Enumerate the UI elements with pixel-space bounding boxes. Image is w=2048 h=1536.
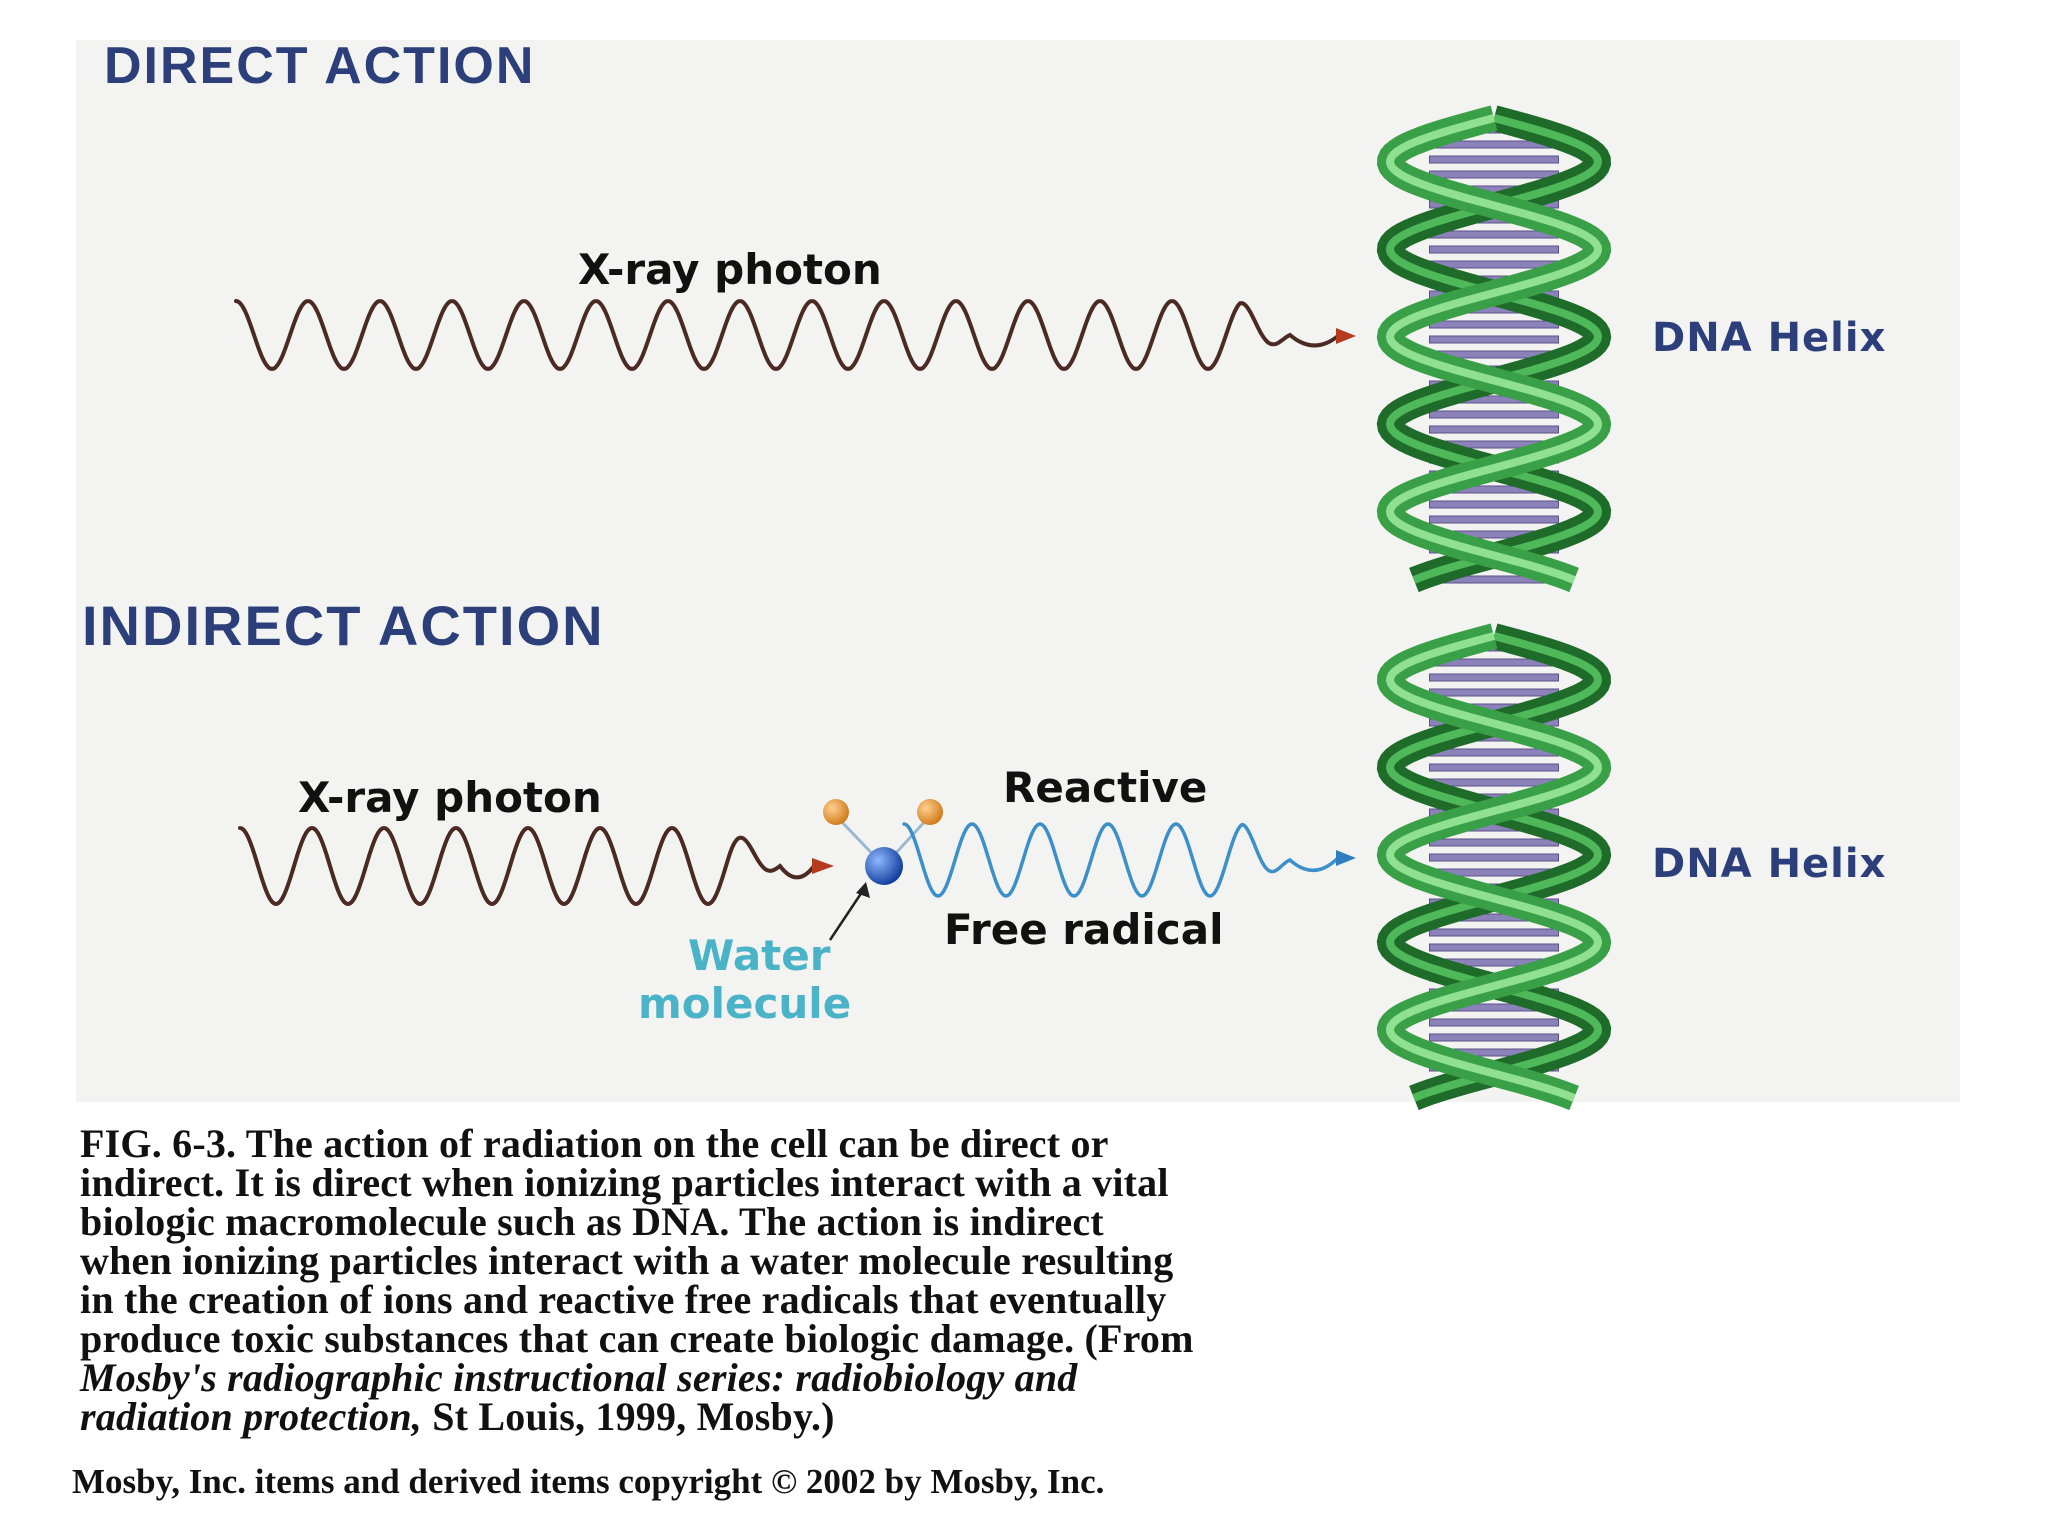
water-molecule — [823, 799, 943, 885]
base-pair-rung — [1429, 928, 1559, 937]
direct-photon-label: X-ray photon — [578, 245, 882, 294]
direct-photon-wave — [234, 298, 1340, 372]
caption-line-7: Mosby's radiographic instructional serie… — [80, 1355, 1078, 1400]
water-pointer-arrowhead — [856, 882, 870, 898]
base-pair-rung — [1429, 1018, 1559, 1027]
backbone-highlight — [1385, 114, 1603, 584]
caption-line-2: indirect. It is direct when ionizing par… — [80, 1160, 1169, 1205]
hydrogen-atom-left — [823, 799, 849, 825]
direct-dna-helix — [1376, 105, 1612, 593]
base-pair-rung — [1429, 245, 1559, 254]
free-radical-label: Free radical — [944, 905, 1223, 954]
direct-photon-arrowhead — [1336, 328, 1356, 344]
base-pair-rung — [1429, 943, 1559, 952]
base-pair-rung — [1429, 335, 1559, 344]
caption-line-6: produce toxic substances that can create… — [80, 1316, 1194, 1361]
caption-line-8-italic: radiation protection, — [80, 1394, 423, 1439]
base-pair-rung — [1429, 763, 1559, 772]
indirect-photon-wave — [238, 825, 816, 907]
base-pair-rung — [1429, 155, 1559, 164]
backbone-highlight — [1385, 632, 1603, 1102]
reactive-label: Reactive — [1003, 763, 1207, 812]
base-pair-rung — [1429, 515, 1559, 524]
water-pointer-line — [828, 891, 864, 941]
base-pair-rung — [1429, 673, 1559, 682]
base-pair-rung — [1429, 853, 1559, 862]
base-pair-rung — [1429, 500, 1559, 509]
oxygen-atom — [865, 847, 903, 885]
indirect-photon-label: X-ray photon — [298, 773, 602, 822]
free-radical-wave — [902, 822, 1340, 898]
free-radical-arrowhead — [1336, 850, 1356, 866]
figure-panel — [76, 40, 1960, 1102]
backbone-highlight — [1385, 114, 1603, 584]
direct-helix-label: DNA Helix — [1652, 315, 1886, 361]
caption-line-8-rest: St Louis, 1999, Mosby.) — [422, 1394, 835, 1439]
indirect-photon-arrowhead — [812, 858, 834, 874]
water-label-line1: Water — [688, 931, 831, 980]
backbone-highlight — [1385, 632, 1603, 1102]
caption-line-1: The action of radiation on the cell can … — [245, 1121, 1109, 1166]
caption-fig-label: FIG. 6-3. — [80, 1121, 237, 1166]
base-pair-rung — [1429, 425, 1559, 434]
indirect-action-heading: INDIRECT ACTION — [82, 594, 605, 657]
base-pair-rung — [1429, 320, 1559, 329]
base-pair-rung — [1429, 170, 1559, 179]
caption-line-5: in the creation of ions and reactive fre… — [80, 1277, 1167, 1322]
base-pair-rung — [1429, 688, 1559, 697]
base-pair-rung — [1429, 230, 1559, 239]
base-pair-rung — [1429, 410, 1559, 419]
copyright-notice: Mosby, Inc. items and derived items copy… — [72, 1462, 1105, 1501]
figure-caption: FIG. 6-3. The action of radiation on the… — [80, 1121, 1980, 1439]
indirect-dna-helix — [1376, 623, 1612, 1111]
caption-line-3: biologic macromolecule such as DNA. The … — [80, 1199, 1104, 1244]
indirect-helix-label: DNA Helix — [1652, 841, 1886, 887]
caption-line-4: when ionizing particles interact with a … — [80, 1238, 1174, 1283]
base-pair-rung — [1429, 838, 1559, 847]
base-pair-rung — [1429, 748, 1559, 757]
base-pair-rung — [1429, 1033, 1559, 1042]
direct-action-heading: DIRECT ACTION — [104, 37, 535, 95]
water-label-line2: molecule — [638, 979, 851, 1028]
hydrogen-atom-right — [917, 799, 943, 825]
